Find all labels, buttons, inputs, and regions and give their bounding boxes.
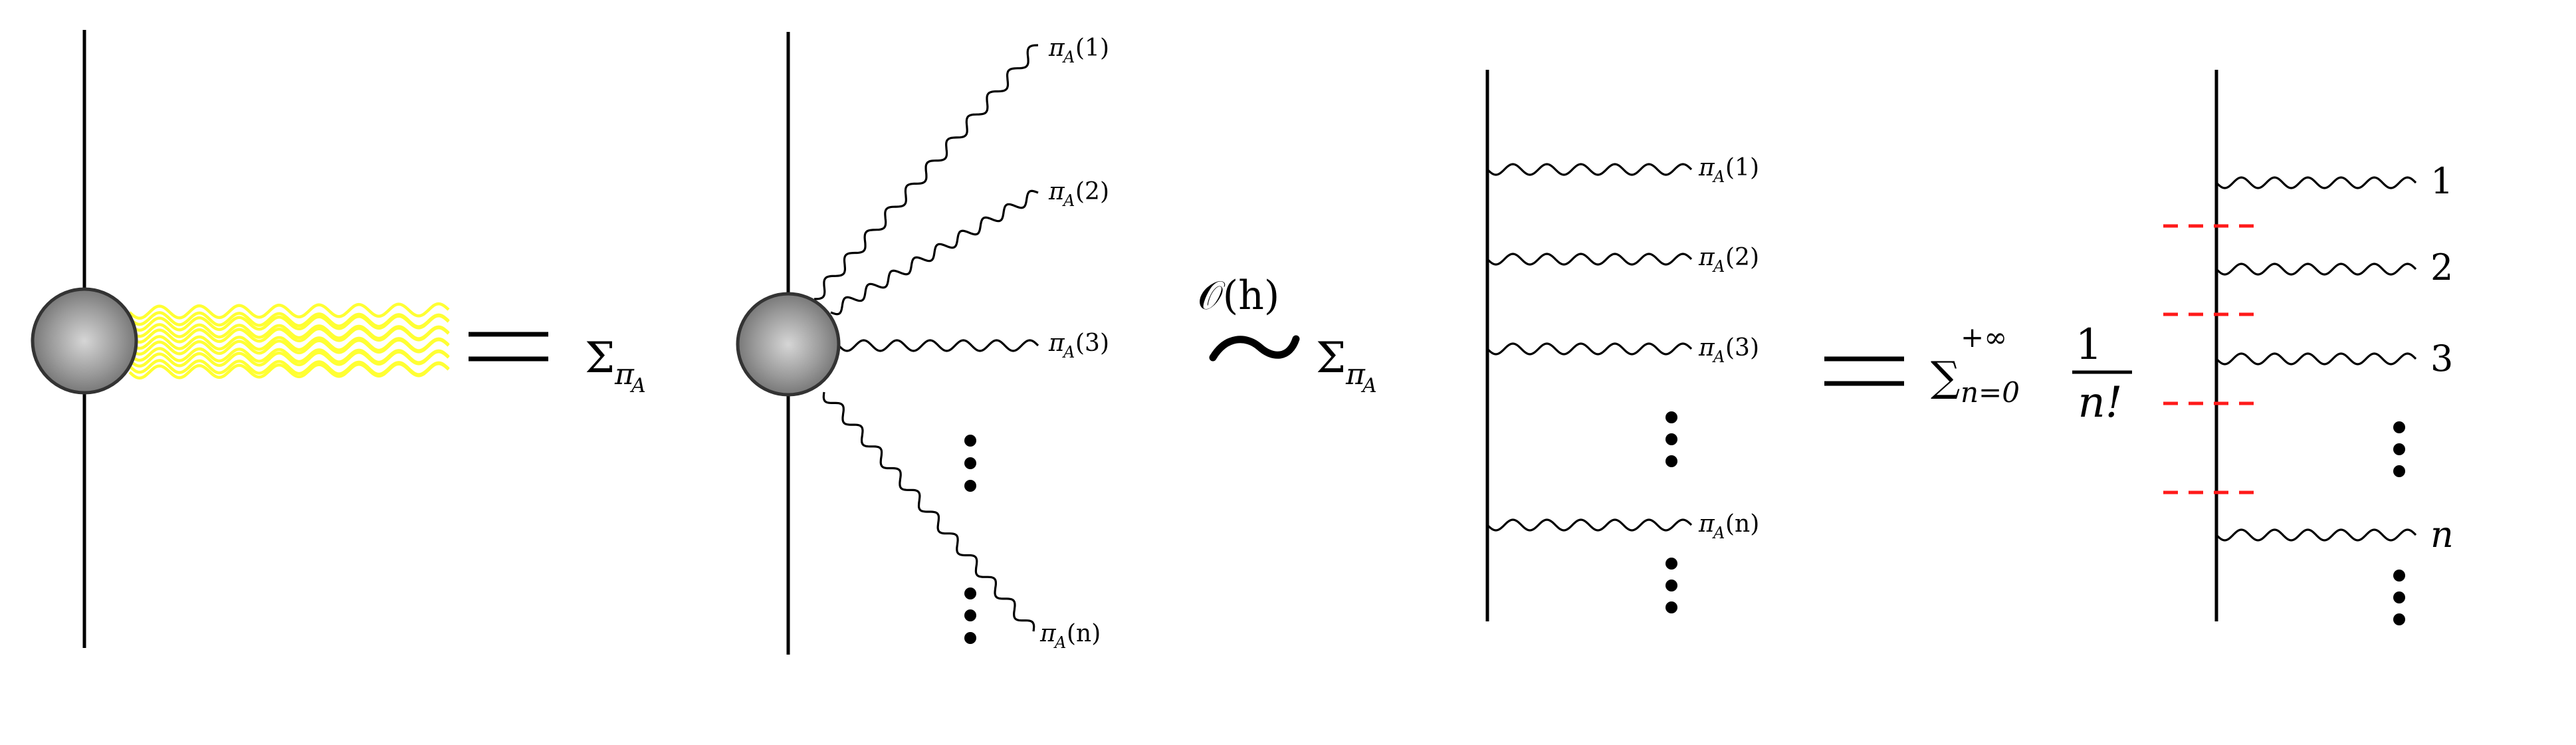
rung-label-n: n — [2430, 514, 2454, 556]
equals-2 — [1824, 356, 1904, 386]
photon-line — [1486, 163, 1693, 176]
photon-line — [813, 44, 1039, 300]
ellipsis-dots-3b — [1665, 558, 1677, 613]
photon-line — [2215, 176, 2417, 189]
blob-2 — [736, 292, 841, 397]
soft-photon-cloud — [128, 302, 450, 380]
rung-label-3: 3 — [2430, 338, 2453, 379]
ellipsis-dots-2a — [964, 435, 976, 492]
sum-subscript-pi: π — [1345, 358, 1366, 391]
sum-subscript-pi: π — [614, 358, 635, 391]
ellipsis-dots-4b — [2393, 570, 2405, 625]
soft-photon-line — [128, 362, 450, 380]
sum-n-factorial: ∑ +∞ n=0 1 n! — [1931, 320, 2132, 427]
svg-text:(1): (1) — [1075, 35, 1109, 62]
photon-label-2: π A (2) — [1048, 178, 1109, 210]
fraction-denominator: n! — [2078, 378, 2123, 427]
photon-label-1: π A (1) — [1698, 154, 1759, 186]
photon-line — [837, 339, 1039, 352]
photon-line — [830, 189, 1039, 316]
soft-photon-line — [128, 302, 450, 320]
svg-text:π: π — [1698, 510, 1715, 538]
red-cut-lines — [2163, 224, 2263, 494]
svg-text:π: π — [1698, 334, 1715, 362]
rung-label-2: 2 — [2430, 247, 2453, 288]
photon-line — [1486, 518, 1693, 532]
sum-symbol: Σ — [585, 334, 615, 383]
soft-photon-line — [128, 338, 450, 356]
svg-text:π: π — [1048, 178, 1065, 205]
svg-text:(2): (2) — [1075, 178, 1109, 205]
photon-line — [2215, 528, 2417, 542]
svg-text:π: π — [1048, 330, 1065, 357]
ellipsis-dots-4a — [2393, 421, 2405, 477]
svg-text:A: A — [1062, 48, 1075, 66]
panel-4: 1 2 3 n — [2163, 70, 2454, 625]
svg-text:(3): (3) — [1725, 334, 1759, 362]
sum-subscript-A: A — [629, 374, 646, 397]
svg-text:(2): (2) — [1725, 244, 1759, 271]
photon-line — [822, 391, 1035, 632]
svg-text:A: A — [1062, 191, 1075, 210]
svg-text:A: A — [1053, 633, 1066, 652]
photon-line — [1486, 342, 1693, 356]
sum-pi-A-1: Σ π A — [585, 334, 646, 397]
sum-pi-A-2: Σ π A — [1316, 334, 1377, 397]
photon-rungs-4 — [2215, 176, 2417, 542]
photon-label-3: π A (3) — [1698, 334, 1759, 366]
svg-text:π: π — [1039, 620, 1057, 647]
soft-photon-line — [128, 314, 450, 332]
big-sum-symbol: ∑ — [1931, 352, 1960, 401]
svg-text:π: π — [1048, 35, 1065, 62]
soft-photon-line — [128, 326, 450, 344]
rung-label-1: 1 — [2430, 160, 2453, 202]
photon-label-n: π A (n) — [1039, 620, 1101, 652]
photon-line — [1486, 253, 1693, 266]
svg-text:(n): (n) — [1725, 510, 1759, 538]
order-h-label: 𝒪(h) — [1198, 272, 1279, 319]
svg-text:A: A — [1062, 343, 1075, 362]
photon-line — [2215, 263, 2417, 276]
photon-rungs-3 — [1486, 163, 1693, 532]
sum-symbol: Σ — [1316, 334, 1346, 383]
svg-text:π: π — [1698, 244, 1715, 271]
ellipsis-dots-2b — [964, 587, 976, 644]
photon-fan — [813, 44, 1039, 632]
svg-text:(n): (n) — [1067, 620, 1101, 647]
photon-label-1: π A (1) — [1048, 35, 1109, 66]
svg-text:(3): (3) — [1075, 330, 1109, 357]
sum-lower-limit: n=0 — [1961, 376, 2020, 409]
approx-order-h: 𝒪(h) — [1198, 272, 1300, 362]
svg-text:A: A — [1712, 348, 1725, 366]
photon-line — [2215, 352, 2417, 366]
svg-text:(1): (1) — [1725, 154, 1759, 181]
photon-label-2: π A (2) — [1698, 244, 1759, 276]
photon-label-n: π A (n) — [1698, 510, 1759, 542]
svg-text:π: π — [1698, 154, 1715, 181]
equals-1 — [469, 332, 548, 362]
panel-1 — [31, 30, 450, 648]
sum-subscript-A: A — [1360, 374, 1377, 397]
soft-photon-line — [128, 350, 450, 368]
photon-label-3: π A (3) — [1048, 330, 1109, 362]
svg-text:A: A — [1712, 524, 1725, 542]
ellipsis-dots-3a — [1665, 411, 1677, 467]
fraction-numerator: 1 — [2076, 320, 2103, 370]
svg-text:A: A — [1712, 167, 1725, 186]
panel-2: π A (1) π A (2) π A (3) π A (n) — [736, 32, 1109, 655]
blob-1 — [31, 287, 138, 395]
svg-text:A: A — [1712, 257, 1725, 276]
sum-upper-limit: +∞ — [1961, 321, 2007, 354]
panel-3: π A (1) π A (2) π A (3) π A (n) — [1485, 70, 1759, 621]
